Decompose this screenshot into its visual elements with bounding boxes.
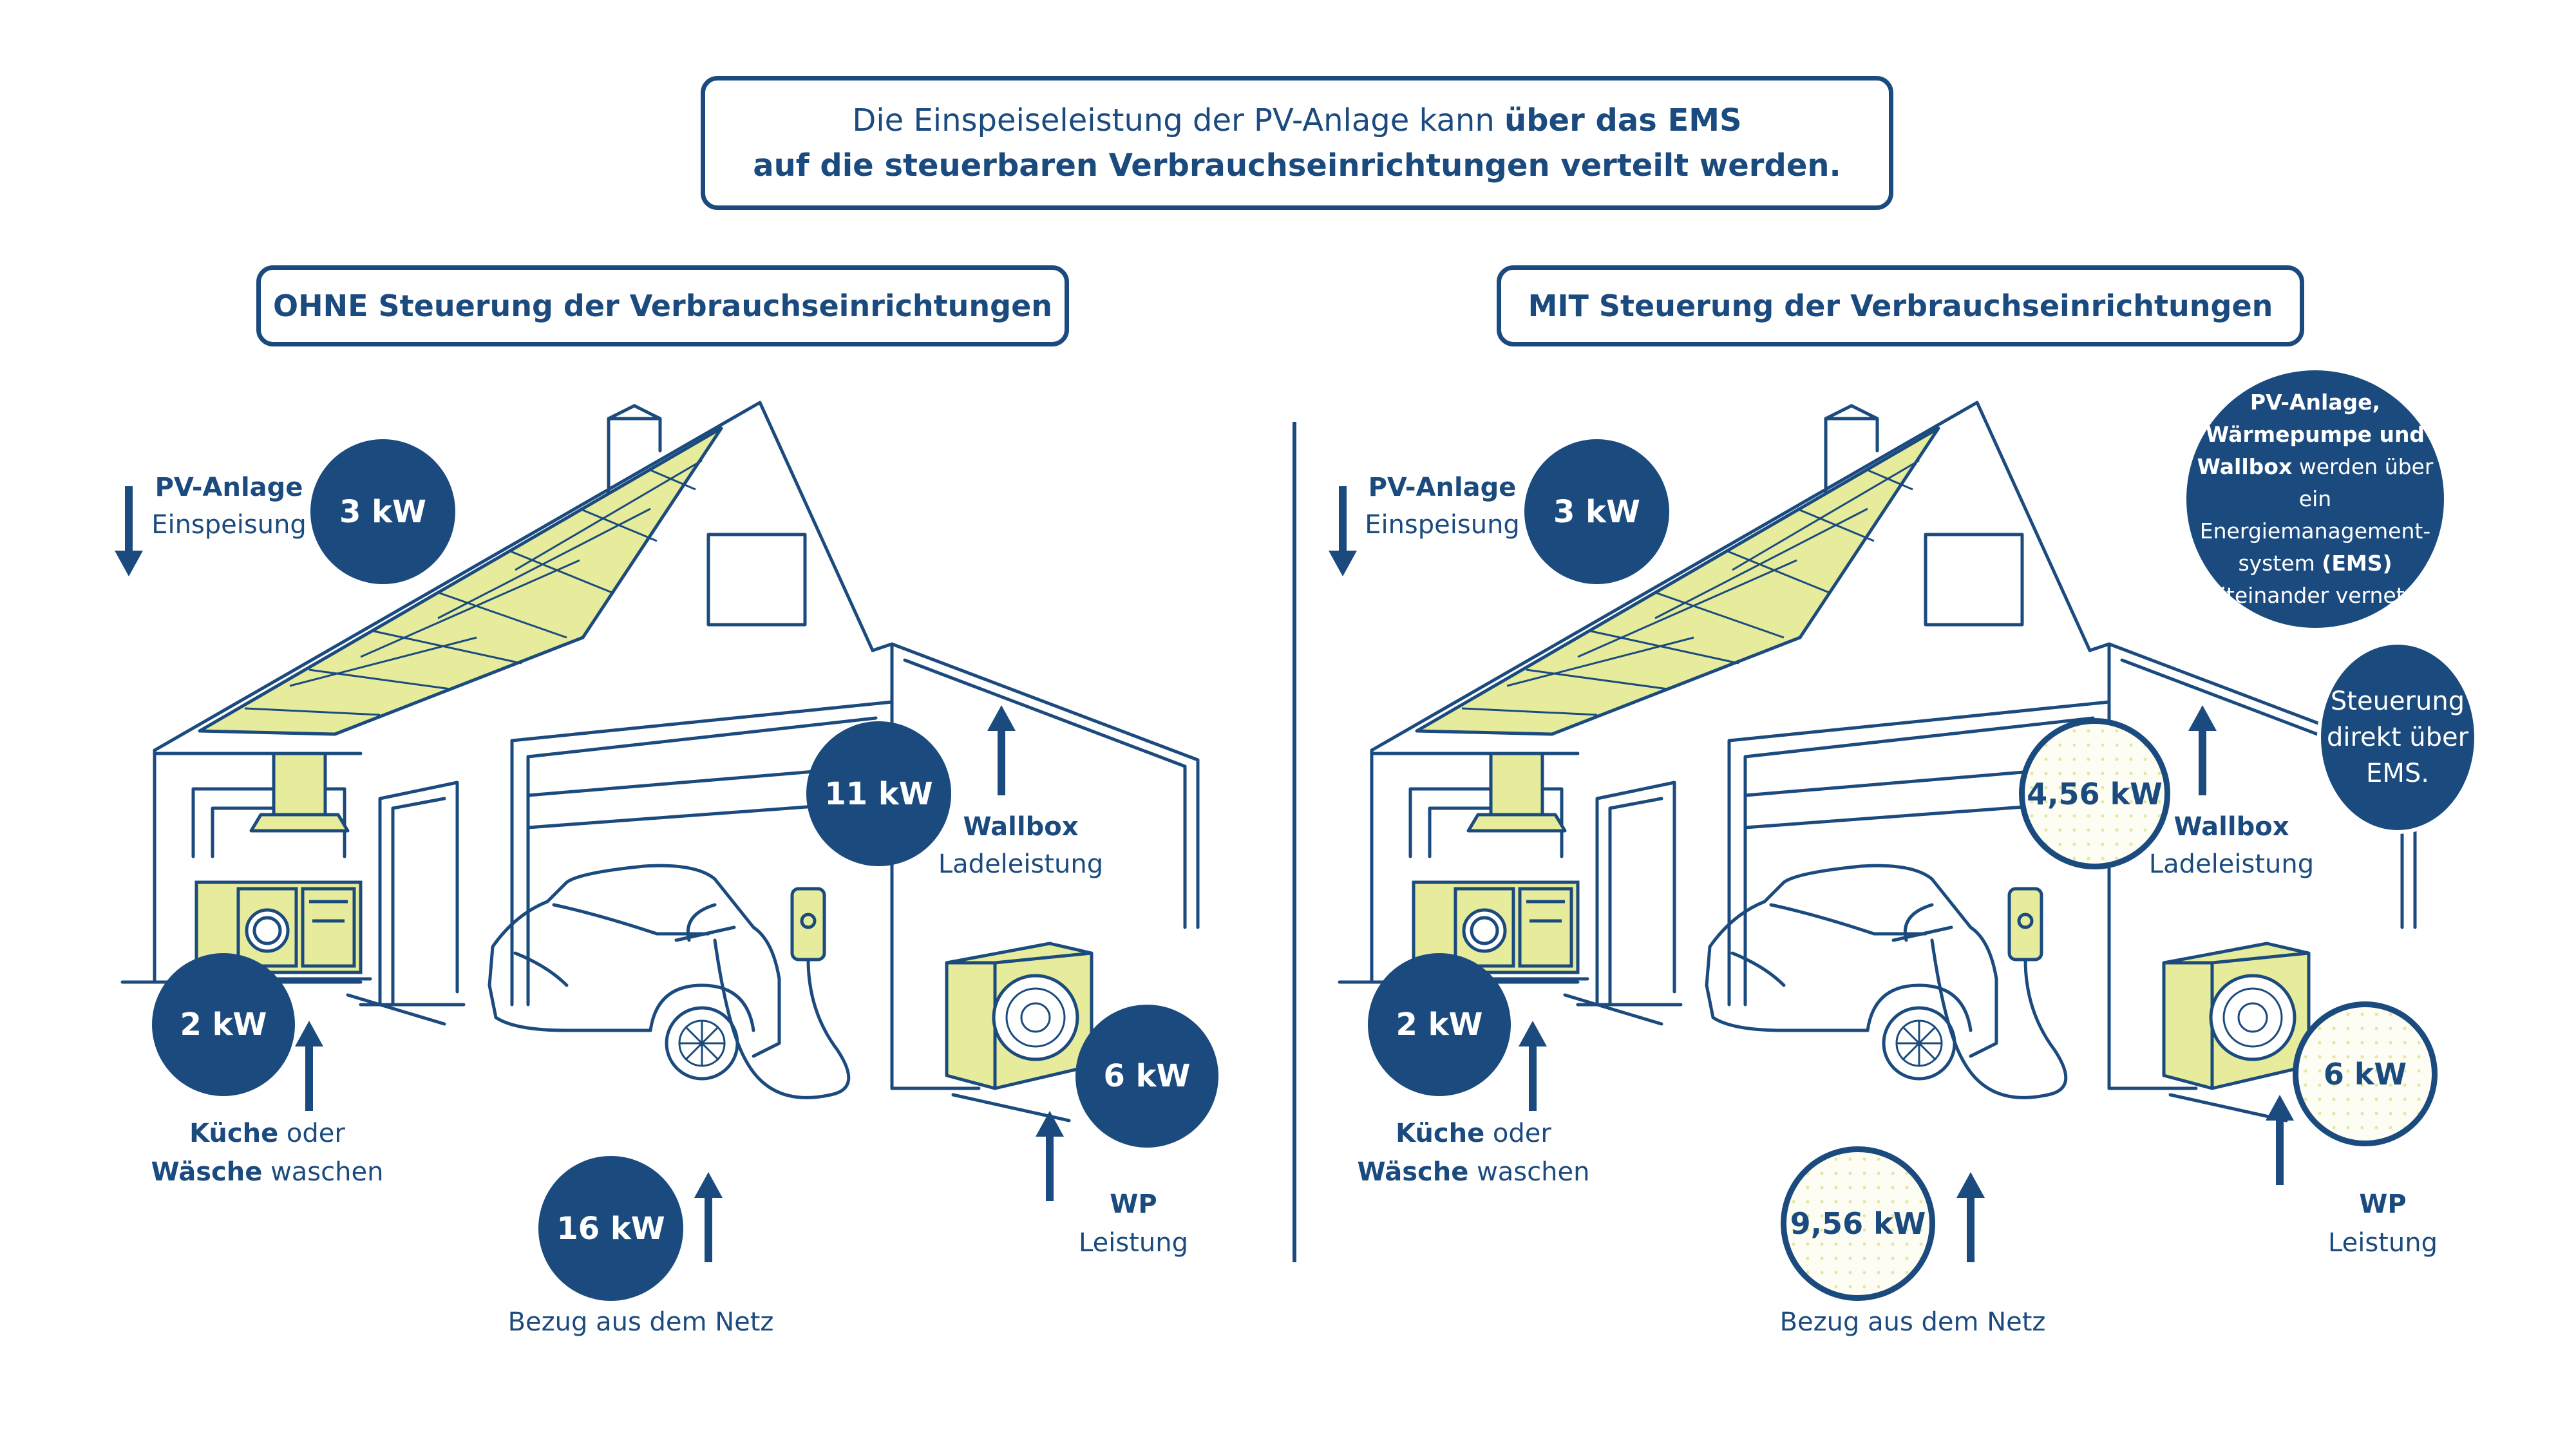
left-grid-label: Bezug aus dem Netz — [507, 1307, 774, 1337]
ems-control-circle: Steuerung direkt über EMS. — [2317, 641, 2478, 834]
right-section-title: MIT Steuerung der Verbrauchseinrichtunge… — [1497, 265, 2304, 346]
left-pv-value-circle: 3 kW — [310, 439, 455, 584]
left-section-title: OHNE Steuerung der Verbrauchseinrichtung… — [256, 265, 1069, 346]
right-wp-value-circle: 6 kW — [2293, 1001, 2438, 1146]
left-wp-up-arrow — [1036, 1111, 1064, 1201]
left-kitchen-up-arrow — [295, 1021, 323, 1111]
left-pv-label: PV-Anlage Einspeisung — [151, 473, 307, 540]
left-pv-down-arrow — [115, 486, 143, 576]
left-wp-label: WP Leistung — [1079, 1189, 1188, 1258]
left-wallbox-label: Wallbox Ladeleistung — [938, 812, 1104, 879]
left-grid-up-arrow — [694, 1172, 723, 1262]
left-kitchen-value-circle: 2 kW — [152, 953, 295, 1096]
right-kitchen-value-circle: 2 kW — [1368, 953, 1511, 1096]
right-wp-label: WP Leistung — [2328, 1189, 2438, 1258]
right-pv-down-arrow — [1329, 486, 1357, 576]
left-wallbox-up-arrow — [987, 705, 1016, 795]
left-wallbox-value-circle: 11 kW — [806, 721, 951, 866]
ems-info-circle: PV-Anlage, Wärmepumpe und Wallbox werden… — [2186, 370, 2444, 628]
right-kitchen-up-arrow — [1519, 1021, 1547, 1111]
right-pv-value-circle: 3 kW — [1524, 439, 1669, 584]
header-line-1: Die Einspeiseleistung der PV-Anlage kann… — [852, 102, 1742, 138]
right-wp-up-arrow — [2266, 1095, 2294, 1185]
left-wp-value-circle: 6 kW — [1075, 1005, 1218, 1148]
right-wallbox-up-arrow — [2188, 705, 2217, 795]
right-wallbox-value-circle: 4,56 kW — [2019, 718, 2170, 869]
right-pv-label: PV-Anlage Einspeisung — [1365, 473, 1520, 540]
left-grid-value-circle: 16 kW — [538, 1156, 683, 1301]
right-grid-label: Bezug aus dem Netz — [1779, 1307, 2046, 1337]
left-kitchen-label: Küche oder Wäsche waschen — [151, 1119, 384, 1187]
right-grid-up-arrow — [1956, 1172, 1985, 1262]
header-box: Die Einspeiseleistung der PV-Anlage kann… — [701, 76, 1893, 210]
right-wallbox-label: Wallbox Ladeleistung — [2148, 812, 2315, 879]
right-grid-value-circle: 9,56 kW — [1781, 1146, 1935, 1301]
header-line-2: auf die steuerbaren Verbrauchseinrichtun… — [753, 147, 1841, 184]
right-kitchen-label: Küche oder Wäsche waschen — [1357, 1119, 1590, 1187]
